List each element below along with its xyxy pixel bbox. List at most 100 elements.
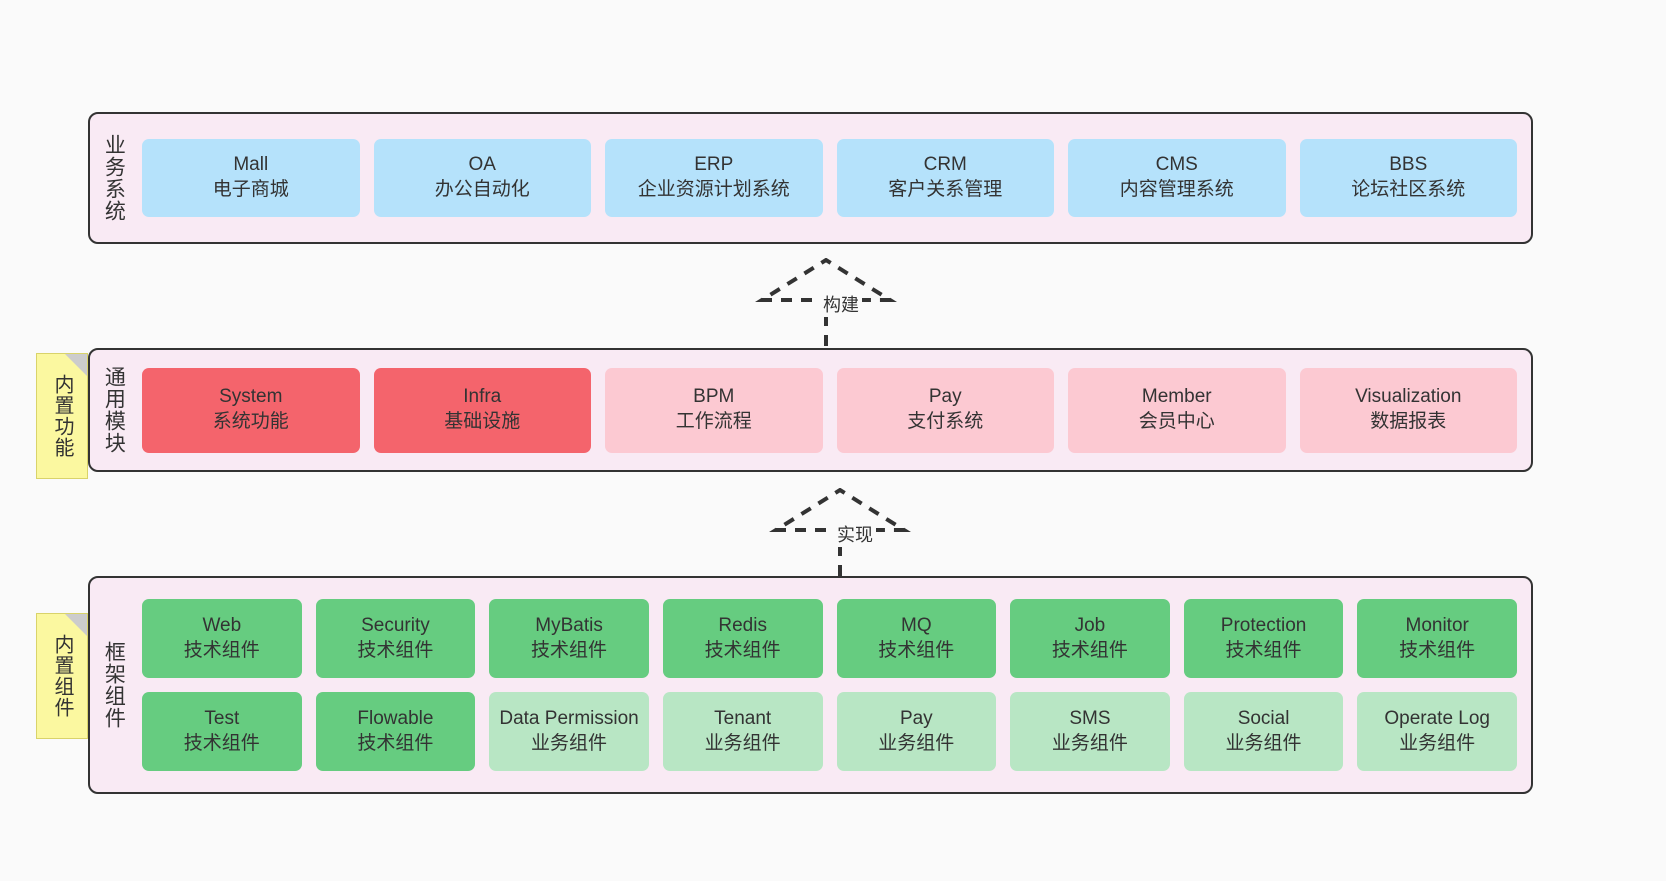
card-tenant-en: Tenant	[714, 707, 772, 729]
card-crm-cn: 客户关系管理	[888, 179, 1003, 200]
card-crm-en: CRM	[923, 154, 967, 176]
card-erp[interactable]: ERP 企业资源计划系统	[605, 139, 823, 217]
card-flowable-en: Flowable	[357, 707, 434, 729]
arrow-implement: 实现	[766, 487, 926, 578]
layer-business-systems: 业务系统 Mall 电子商城 OA 办公自动化 ERP 企业资源计划系统 CRM	[88, 112, 1533, 244]
card-pay-module-en: Pay	[928, 386, 962, 408]
card-sms[interactable]: SMS 业务组件	[1010, 692, 1170, 771]
card-mall[interactable]: Mall 电子商城	[142, 139, 360, 217]
card-visualization-en: Visualization	[1355, 386, 1462, 408]
card-pay-module-cn: 支付系统	[907, 411, 984, 432]
card-data-permission-cn: 业务组件	[531, 732, 608, 754]
layer-module-body: System 系统功能 Infra 基础设施 BPM 工作流程 Pay 支付系统…	[136, 350, 1531, 470]
card-operate-log[interactable]: Operate Log 业务组件	[1357, 692, 1517, 771]
card-redis[interactable]: Redis 技术组件	[662, 599, 823, 678]
card-test[interactable]: Test 技术组件	[142, 692, 302, 771]
card-pay-component[interactable]: Pay 业务组件	[836, 692, 997, 771]
card-infra[interactable]: Infra 基础设施	[373, 367, 591, 453]
arrow-build: 构建	[752, 257, 912, 348]
card-protection[interactable]: Protection 技术组件	[1183, 599, 1344, 678]
card-tenant[interactable]: Tenant 业务组件	[662, 692, 823, 771]
card-sms-cn: 业务组件	[1051, 732, 1128, 754]
arrow-build-path	[755, 257, 897, 346]
card-oa-en: OA	[468, 154, 496, 176]
card-redis-en: Redis	[718, 614, 767, 636]
layer-module-title: 通用模块	[102, 366, 126, 454]
card-flowable-cn: 技术组件	[357, 732, 434, 754]
card-bbs-cn: 论坛社区系统	[1351, 179, 1466, 200]
card-bbs[interactable]: BBS 论坛社区系统	[1299, 139, 1517, 217]
card-web[interactable]: Web 技术组件	[142, 599, 302, 678]
note-builtin-components: 内置组件	[36, 613, 88, 739]
arrow-implement-label: 实现	[834, 521, 876, 547]
card-test-en: Test	[204, 707, 240, 729]
card-data-permission[interactable]: Data Permission 业务组件	[489, 692, 649, 771]
card-cms[interactable]: CMS 内容管理系统	[1068, 139, 1286, 217]
card-system-en: System	[219, 386, 283, 408]
card-erp-en: ERP	[694, 154, 734, 176]
card-visualization-cn: 数据报表	[1370, 411, 1447, 432]
card-mall-en: Mall	[233, 154, 269, 176]
card-web-cn: 技术组件	[183, 639, 260, 661]
card-social[interactable]: Social 业务组件	[1183, 692, 1344, 771]
card-operate-log-cn: 业务组件	[1399, 732, 1476, 754]
card-data-permission-en: Data Permission	[499, 707, 639, 729]
card-security-cn: 技术组件	[357, 639, 434, 661]
card-mq-cn: 技术组件	[878, 639, 955, 661]
card-web-en: Web	[202, 614, 242, 636]
card-infra-en: Infra	[463, 386, 502, 408]
card-monitor-cn: 技术组件	[1399, 639, 1476, 661]
card-cms-cn: 内容管理系统	[1119, 179, 1234, 200]
card-pay-component-cn: 业务组件	[878, 732, 955, 754]
note-builtin-features-label: 内置功能	[51, 374, 73, 458]
card-mq[interactable]: MQ 技术组件	[836, 599, 997, 678]
layer-framework-title: 框架组件	[102, 641, 126, 729]
card-security-en: Security	[361, 614, 430, 636]
card-cms-en: CMS	[1155, 154, 1198, 176]
layer-framework-components: 框架组件 Web 技术组件 Security 技术组件 MyBatis 技术组件…	[88, 576, 1533, 794]
card-oa-cn: 办公自动化	[434, 179, 530, 200]
card-mybatis-cn: 技术组件	[531, 639, 608, 661]
card-monitor-en: Monitor	[1405, 614, 1469, 636]
card-oa[interactable]: OA 办公自动化	[373, 139, 591, 217]
card-erp-cn: 企业资源计划系统	[637, 179, 790, 200]
layer-business-body: Mall 电子商城 OA 办公自动化 ERP 企业资源计划系统 CRM 客户关系…	[136, 114, 1531, 242]
card-member[interactable]: Member 会员中心	[1068, 367, 1286, 453]
card-mall-cn: 电子商城	[212, 179, 289, 200]
card-security[interactable]: Security 技术组件	[315, 599, 476, 678]
card-job[interactable]: Job 技术组件	[1010, 599, 1170, 678]
note-fold-corner-icon	[65, 614, 87, 636]
note-builtin-features: 内置功能	[36, 353, 88, 479]
card-visualization[interactable]: Visualization 数据报表	[1299, 367, 1517, 453]
card-mybatis[interactable]: MyBatis 技术组件	[489, 599, 649, 678]
arrow-implement-path	[769, 487, 911, 576]
arrow-implement-svg	[769, 487, 911, 576]
card-social-cn: 业务组件	[1225, 732, 1302, 754]
card-protection-en: Protection	[1220, 614, 1307, 636]
layer-framework-body: Web 技术组件 Security 技术组件 MyBatis 技术组件 Redi…	[136, 578, 1531, 792]
card-pay-module[interactable]: Pay 支付系统	[836, 367, 1054, 453]
card-bpm-en: BPM	[693, 386, 735, 408]
card-mq-en: MQ	[901, 614, 932, 636]
layer-common-modules: 通用模块 System 系统功能 Infra 基础设施 BPM 工作流程 Pay	[88, 348, 1533, 472]
card-bpm-cn: 工作流程	[675, 411, 752, 432]
business-card-row: Mall 电子商城 OA 办公自动化 ERP 企业资源计划系统 CRM 客户关系…	[142, 139, 1517, 217]
arrow-build-label: 构建	[820, 291, 862, 317]
card-job-cn: 技术组件	[1051, 639, 1128, 661]
card-crm[interactable]: CRM 客户关系管理	[836, 139, 1054, 217]
card-test-cn: 技术组件	[183, 732, 260, 754]
card-redis-cn: 技术组件	[704, 639, 781, 661]
card-protection-cn: 技术组件	[1225, 639, 1302, 661]
card-operate-log-en: Operate Log	[1384, 707, 1490, 729]
card-system-cn: 系统功能	[212, 411, 289, 432]
card-sms-en: SMS	[1069, 707, 1111, 729]
card-member-en: Member	[1141, 386, 1212, 408]
card-system[interactable]: System 系统功能	[142, 367, 360, 453]
card-bpm[interactable]: BPM 工作流程	[605, 367, 823, 453]
card-job-en: Job	[1074, 614, 1106, 636]
note-builtin-components-label: 内置组件	[51, 634, 73, 718]
card-monitor[interactable]: Monitor 技术组件	[1357, 599, 1517, 678]
card-pay-component-en: Pay	[899, 707, 933, 729]
card-flowable[interactable]: Flowable 技术组件	[315, 692, 476, 771]
